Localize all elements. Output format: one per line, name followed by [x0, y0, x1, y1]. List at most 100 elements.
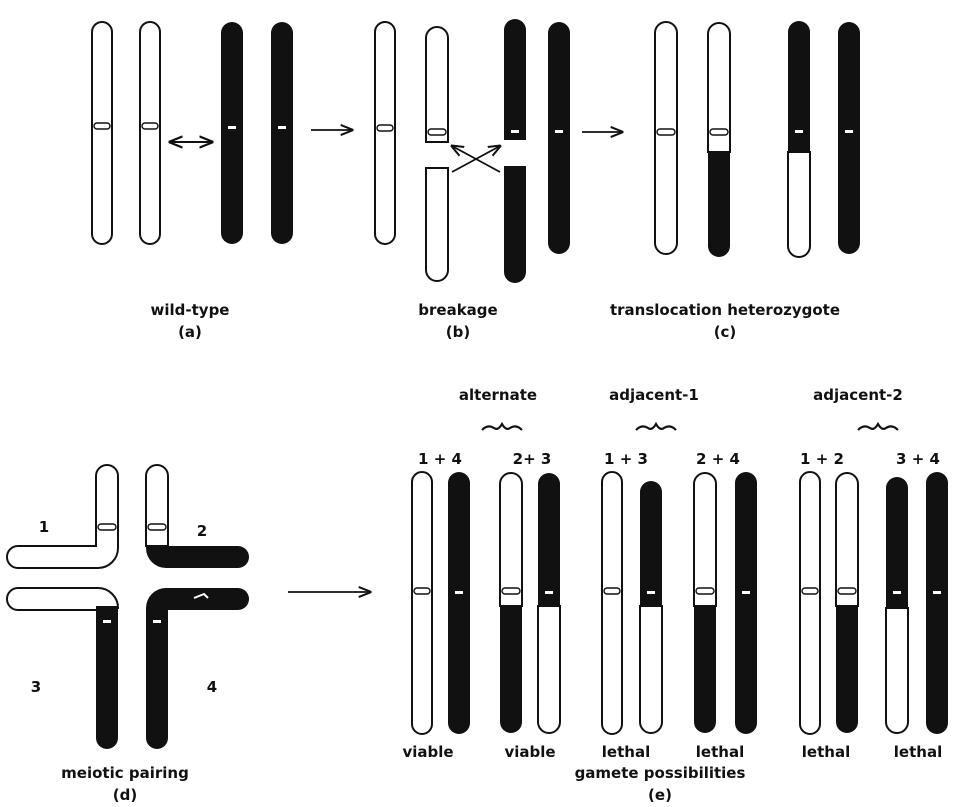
caption-breakage: breakage: [418, 301, 497, 319]
group-label-alternate: alternate: [459, 386, 537, 404]
centromere-band: [802, 588, 818, 594]
chromosome-fragment-white: [426, 168, 448, 281]
chromosome-black: [221, 22, 243, 244]
translocated-segment-black: [708, 152, 730, 257]
centromere-band: [377, 125, 393, 131]
pair-label: 1 + 2: [800, 450, 844, 468]
chromosome-fragment-black: [504, 166, 526, 283]
gamete-chromosome-3: [886, 477, 908, 608]
panel-c: translocation heterozygote (c): [610, 21, 860, 341]
gamete-chromosome-3-white: [886, 608, 908, 733]
translocated-segment-white: [788, 152, 810, 257]
pair-label: 1 + 3: [604, 450, 648, 468]
centromere-mark: [455, 591, 463, 594]
centromere-mark: [153, 620, 161, 623]
label-b: (b): [446, 323, 470, 341]
pairing-arm-3-black: [96, 606, 118, 749]
group-label-adjacent-2: adjacent-2: [813, 386, 903, 404]
centromere-band: [94, 123, 110, 129]
arm-label-2: 2: [197, 522, 207, 540]
centromere-mark: [228, 126, 236, 129]
chromosome-white: [92, 22, 112, 244]
label-d: (d): [113, 786, 137, 804]
outcome-label: lethal: [696, 743, 744, 761]
pair-label: 2+ 3: [513, 450, 552, 468]
centromere-mark: [893, 591, 901, 594]
gamete-chromosome-2: [500, 473, 522, 606]
brace: [636, 424, 676, 430]
brace: [482, 424, 522, 430]
chromosome-black: [838, 22, 860, 254]
caption-meiotic-pairing: meiotic pairing: [61, 764, 189, 782]
gamete-chromosome-2-black: [694, 606, 716, 733]
gamete-chromosome-3: [640, 481, 662, 606]
panel-b: breakage (b): [375, 19, 570, 341]
gamete-chromosome-2-black: [500, 606, 522, 733]
centromere-mark: [278, 126, 286, 129]
gamete-chromosome-4: [448, 472, 470, 734]
chromosome-black: [548, 22, 570, 254]
caption-gamete-possibilities: gamete possibilities: [575, 764, 746, 782]
chromosome-white: [655, 22, 677, 254]
panel-e: alternate adjacent-1 adjacent-2 1 + 4 2+…: [402, 386, 948, 804]
outcome-label: lethal: [802, 743, 850, 761]
centromere-mark: [742, 591, 750, 594]
centromere-band: [148, 524, 166, 530]
label-e: (e): [648, 786, 672, 804]
gamete-chromosome-3-white: [640, 606, 662, 733]
centromere-band: [710, 129, 728, 135]
pair-label: 2 + 4: [696, 450, 740, 468]
pair-label: 1 + 4: [418, 450, 462, 468]
arm-label-1: 1: [39, 518, 49, 536]
centromere-band: [142, 123, 158, 129]
centromere-band: [98, 524, 116, 530]
chromosome-fragment-white: [426, 27, 448, 142]
panel-d: 1 2 3 4 meiotic pairing (d): [7, 465, 249, 804]
centromere-mark: [103, 620, 111, 623]
outcome-label: viable: [504, 743, 555, 761]
centromere-band: [657, 129, 675, 135]
gamete-chromosome-2: [836, 473, 858, 606]
gamete-chromosome-1: [412, 472, 432, 734]
outcome-label: viable: [402, 743, 453, 761]
label-a: (a): [178, 323, 202, 341]
gamete-chromosome-2: [694, 473, 716, 606]
centromere-band: [428, 129, 446, 135]
centromere-band: [604, 588, 620, 594]
arm-label-3: 3: [31, 678, 41, 696]
panel-a: wild-type (a): [92, 22, 293, 341]
centromere-band: [414, 588, 430, 594]
group-label-adjacent-1: adjacent-1: [609, 386, 699, 404]
gamete-chromosome-3-white: [538, 606, 560, 733]
centromere-mark: [933, 591, 941, 594]
gamete-chromosome-1: [800, 472, 820, 734]
caption-wild-type: wild-type: [151, 301, 230, 319]
centromere-mark: [845, 130, 853, 133]
pairing-arm-1: [7, 465, 118, 568]
pairing-arm-2-black: [146, 546, 249, 568]
chromosome-white: [140, 22, 160, 244]
outcome-label: lethal: [894, 743, 942, 761]
pair-label: 3 + 4: [896, 450, 940, 468]
arm-label-4: 4: [207, 678, 217, 696]
centromere-mark: [647, 591, 655, 594]
gamete-chromosome-3: [538, 473, 560, 606]
gamete-chromosome-2-black: [836, 606, 858, 733]
brace: [858, 424, 898, 430]
centromere-band: [838, 588, 856, 594]
chromosome-white: [375, 22, 395, 244]
centromere-band: [502, 588, 520, 594]
outcome-label: lethal: [602, 743, 650, 761]
gamete-chromosome-1: [602, 472, 622, 734]
gamete-chromosome-4: [735, 472, 757, 734]
pairing-arm-2-white: [146, 465, 168, 546]
chromosome-fragment-black: [504, 19, 526, 140]
pairing-arm-4: [146, 588, 249, 749]
label-c: (c): [714, 323, 737, 341]
centromere-band: [696, 588, 714, 594]
caption-translocation-heterozygote: translocation heterozygote: [610, 301, 840, 319]
centromere-mark: [511, 130, 519, 133]
centromere-mark: [795, 130, 803, 133]
gamete-chromosome-4: [926, 472, 948, 734]
